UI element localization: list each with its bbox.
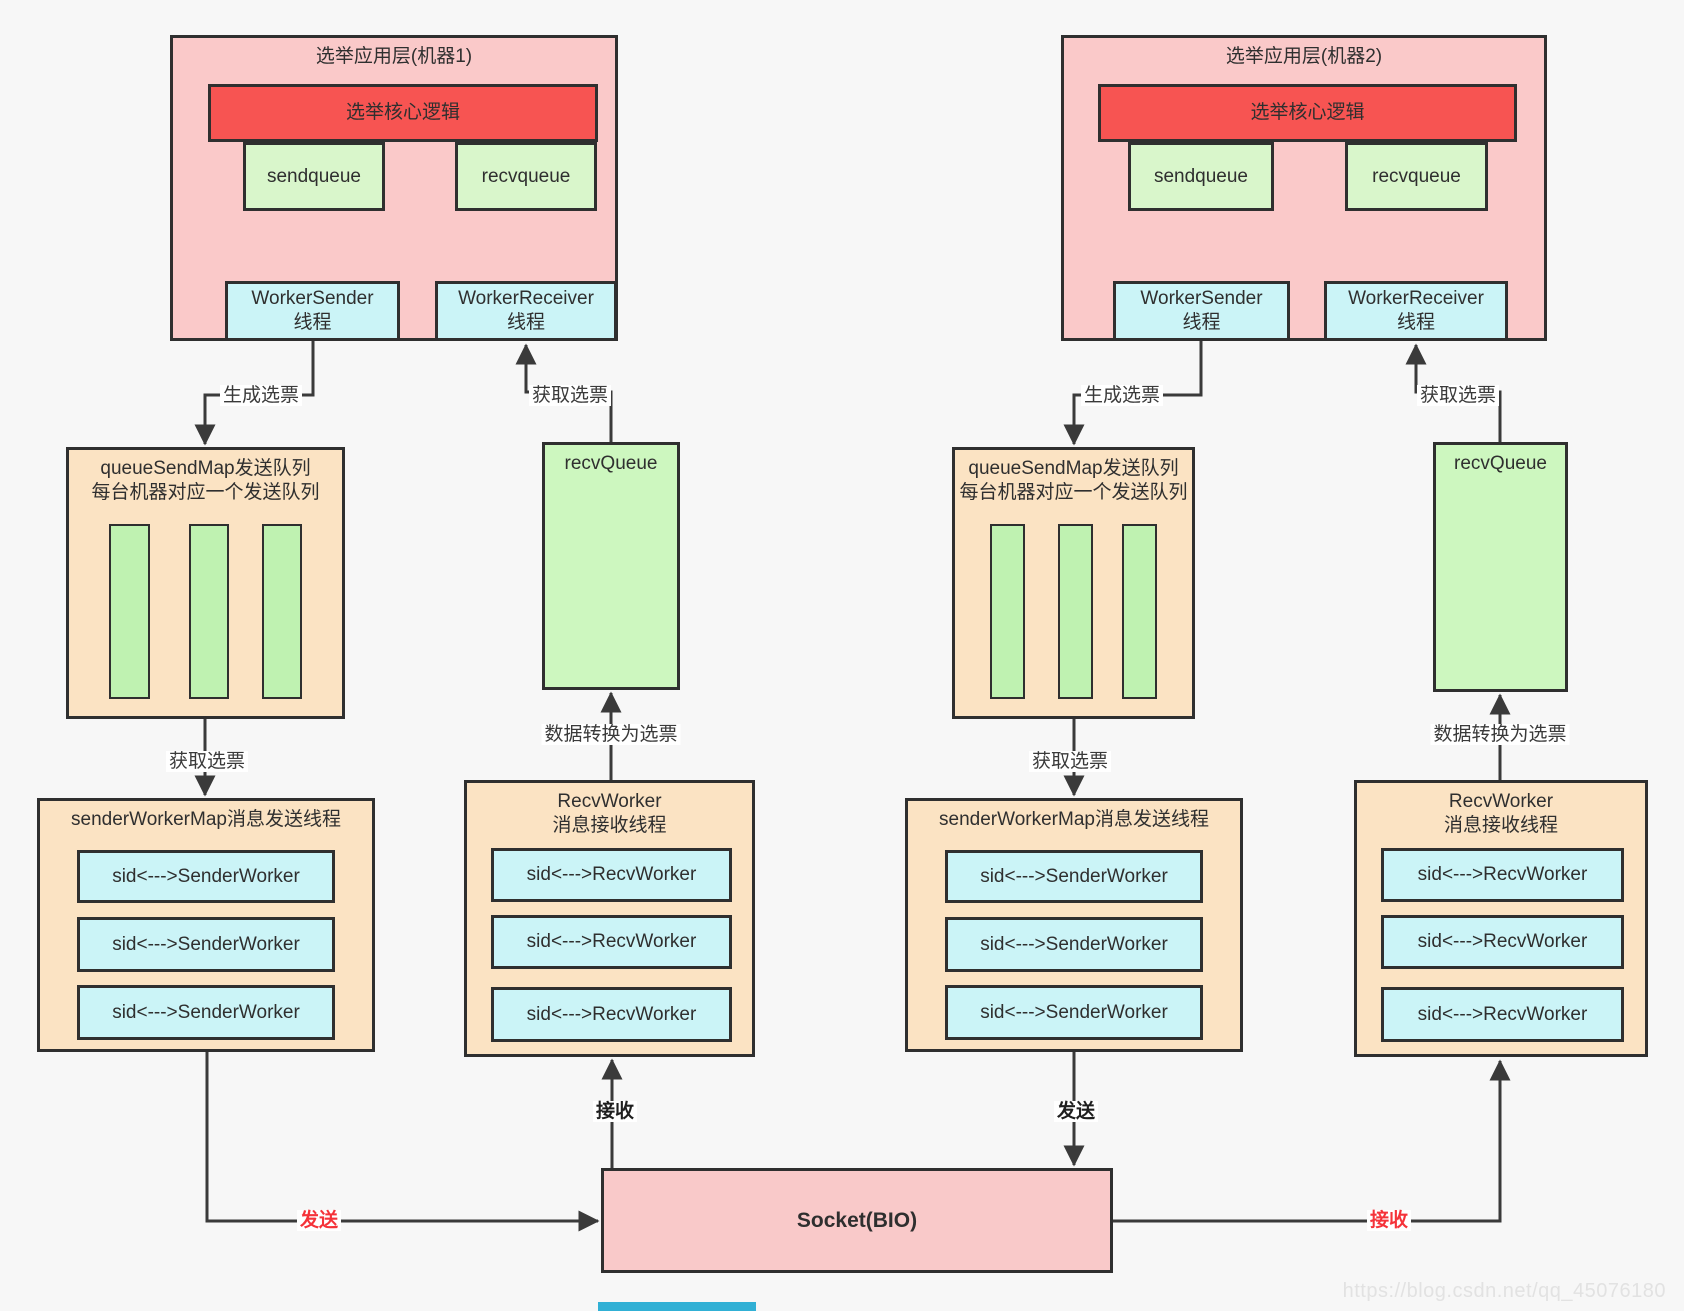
worker-receiver-thread-m2: 线程	[1396, 312, 1435, 333]
worker-receiver-label-m2: WorkerReceiver	[1348, 288, 1484, 310]
label-data-to-vote-m1: 数据转换为选票	[541, 724, 681, 745]
recv-worker-row-label: sid<--->RecvWorker	[1417, 864, 1588, 886]
sender-worker-row-label: sid<--->SenderWorker	[112, 865, 300, 887]
sendqueue-label-m1: sendqueue	[266, 165, 362, 187]
recv-worker-title2-m1: 消息接收线程	[552, 814, 667, 836]
queue-bar	[189, 524, 229, 699]
arrow-socket-recv-m2	[1113, 1059, 1511, 1223]
machine1-container: 选举应用层(机器1) 选举核心逻辑 sendqueue recvqueue Wo…	[170, 35, 618, 341]
recvqueue-box-m2: recvqueue	[1345, 142, 1488, 211]
recv-queue-label-m2: recvQueue	[1454, 453, 1547, 474]
label-send-red-m1: 发送	[296, 1210, 342, 1231]
socket-box: Socket(BIO)	[601, 1168, 1113, 1273]
sender-worker-row-label: sid<--->SenderWorker	[112, 933, 300, 955]
recv-worker-row-label: sid<--->RecvWorker	[526, 864, 697, 886]
recv-worker-title1-m1: RecvWorker	[557, 791, 662, 812]
sender-worker-row: sid<--->SenderWorker	[77, 985, 335, 1040]
recvqueue-label-m2: recvqueue	[1372, 165, 1461, 187]
label-recv-black-m1: 接收	[592, 1101, 638, 1122]
recvqueue-box-m1: recvqueue	[455, 142, 597, 211]
machine2-title: 选举应用层(机器2)	[1225, 46, 1383, 67]
queue-bar	[1058, 524, 1093, 699]
sendqueue-box-m2: sendqueue	[1128, 142, 1274, 211]
worker-receiver-label-m1: WorkerReceiver	[458, 288, 594, 310]
bottom-edge-strip	[598, 1302, 756, 1311]
sender-worker-map-title-m1: senderWorkerMap消息发送线程	[71, 809, 341, 830]
label-get-vote-mid-m1: 获取选票	[165, 751, 249, 772]
sender-worker-row-label: sid<--->SenderWorker	[980, 1001, 1168, 1023]
sender-worker-map-title-m2: senderWorkerMap消息发送线程	[939, 809, 1209, 830]
arrow-send-to-socket-m1	[205, 1052, 600, 1232]
worker-receiver-thread-m1: 线程	[506, 312, 545, 333]
recv-worker-row-label: sid<--->RecvWorker	[1417, 931, 1588, 953]
core-logic-box-m2: 选举核心逻辑	[1098, 84, 1517, 142]
recv-worker-title2-m2: 消息接收线程	[1443, 814, 1558, 836]
recv-queue-label-m1: recvQueue	[564, 453, 658, 474]
worker-receiver-box-m1: WorkerReceiver 线程	[435, 281, 617, 341]
queue-send-map-title2-m2: 每台机器对应一个发送队列	[959, 481, 1188, 503]
queue-bar	[109, 524, 150, 699]
worker-receiver-box-m2: WorkerReceiver 线程	[1324, 281, 1508, 341]
sender-worker-row: sid<--->SenderWorker	[77, 850, 335, 903]
recv-worker-box-m1: RecvWorker 消息接收线程 sid<--->RecvWorker sid…	[464, 780, 755, 1057]
recv-worker-row: sid<--->RecvWorker	[491, 915, 732, 969]
label-generate-vote-m2: 生成选票	[1080, 385, 1164, 406]
core-logic-label-m1: 选举核心逻辑	[345, 102, 460, 124]
worker-sender-box-m1: WorkerSender 线程	[225, 281, 400, 341]
recv-queue-box-m1: recvQueue	[542, 442, 680, 690]
sender-worker-map-box-m1: senderWorkerMap消息发送线程 sid<--->SenderWork…	[37, 798, 375, 1052]
sender-worker-row: sid<--->SenderWorker	[77, 917, 335, 972]
queue-send-map-box-m2: queueSendMap发送队列 每台机器对应一个发送队列	[952, 447, 1195, 719]
label-get-vote-mid-m2: 获取选票	[1028, 751, 1112, 772]
sendqueue-box-m1: sendqueue	[243, 142, 385, 211]
label-get-vote-top-m1: 获取选票	[528, 385, 612, 406]
recv-worker-row-label: sid<--->RecvWorker	[1417, 1003, 1588, 1025]
recv-worker-row: sid<--->RecvWorker	[491, 848, 732, 902]
recv-queue-box-m2: recvQueue	[1433, 442, 1568, 692]
worker-sender-label-m1: WorkerSender	[251, 288, 374, 310]
sender-worker-row-label: sid<--->SenderWorker	[980, 933, 1168, 955]
csdn-watermark: https://blog.csdn.net/qq_45076180	[1342, 1280, 1666, 1302]
sendqueue-label-m2: sendqueue	[1153, 165, 1249, 187]
worker-sender-label-m2: WorkerSender	[1140, 288, 1263, 310]
worker-sender-thread-m1: 线程	[293, 312, 332, 333]
machine1-title: 选举应用层(机器1)	[315, 46, 473, 67]
socket-label: Socket(BIO)	[796, 1208, 918, 1232]
label-get-vote-top-m2: 获取选票	[1416, 385, 1500, 406]
recv-worker-row: sid<--->RecvWorker	[1381, 848, 1624, 902]
sender-worker-row-label: sid<--->SenderWorker	[112, 1001, 300, 1023]
recv-worker-row: sid<--->RecvWorker	[1381, 987, 1624, 1042]
recv-worker-row-label: sid<--->RecvWorker	[526, 1003, 697, 1025]
recv-worker-row: sid<--->RecvWorker	[491, 987, 732, 1042]
label-send-black-m2: 发送	[1053, 1101, 1099, 1122]
sender-worker-row: sid<--->SenderWorker	[945, 985, 1203, 1040]
label-data-to-vote-m2: 数据转换为选票	[1430, 724, 1570, 745]
queue-bar	[1122, 524, 1157, 699]
queue-bar	[990, 524, 1025, 699]
recv-worker-title1-m2: RecvWorker	[1448, 791, 1554, 812]
recv-worker-row: sid<--->RecvWorker	[1381, 915, 1624, 969]
queue-send-map-title1-m1: queueSendMap发送队列	[100, 458, 311, 479]
recv-worker-row-label: sid<--->RecvWorker	[526, 931, 697, 953]
queue-bar	[262, 524, 302, 699]
queue-send-map-title2-m1: 每台机器对应一个发送队列	[91, 481, 320, 503]
recv-worker-box-m2: RecvWorker 消息接收线程 sid<--->RecvWorker sid…	[1354, 780, 1648, 1057]
queue-send-map-box-m1: queueSendMap发送队列 每台机器对应一个发送队列	[66, 447, 345, 719]
sender-worker-row: sid<--->SenderWorker	[945, 917, 1203, 972]
queue-send-map-title1-m2: queueSendMap发送队列	[968, 458, 1179, 479]
sender-worker-row-label: sid<--->SenderWorker	[980, 865, 1168, 887]
core-logic-label-m2: 选举核心逻辑	[1250, 102, 1365, 124]
label-recv-red-m2: 接收	[1366, 1210, 1412, 1231]
sender-worker-map-box-m2: senderWorkerMap消息发送线程 sid<--->SenderWork…	[905, 798, 1243, 1052]
sender-worker-row: sid<--->SenderWorker	[945, 850, 1203, 903]
worker-sender-thread-m2: 线程	[1182, 312, 1221, 333]
label-generate-vote-m1: 生成选票	[219, 385, 303, 406]
core-logic-box-m1: 选举核心逻辑	[208, 84, 598, 142]
worker-sender-box-m2: WorkerSender 线程	[1113, 281, 1290, 341]
machine2-container: 选举应用层(机器2) 选举核心逻辑 sendqueue recvqueue Wo…	[1061, 35, 1547, 341]
recvqueue-label-m1: recvqueue	[481, 165, 571, 187]
